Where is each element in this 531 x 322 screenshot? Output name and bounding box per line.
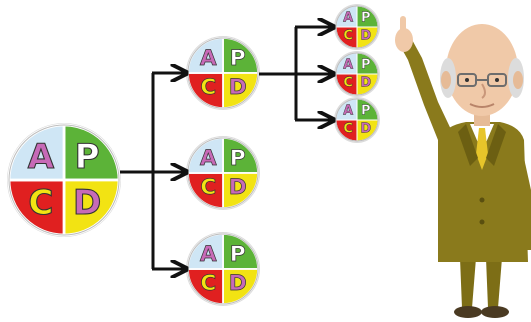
letter-c: C bbox=[200, 75, 216, 100]
letter-p: P bbox=[230, 46, 246, 71]
pointing-man-illustration bbox=[395, 16, 531, 318]
letter-d: D bbox=[360, 28, 371, 43]
letter-c: C bbox=[200, 175, 216, 200]
letter-a: A bbox=[343, 104, 354, 119]
letter-c: C bbox=[200, 271, 216, 296]
letter-d: D bbox=[229, 75, 247, 100]
letter-a: A bbox=[200, 242, 217, 267]
letter-d: D bbox=[360, 75, 371, 90]
letter-c: C bbox=[343, 121, 353, 136]
branch-arrows bbox=[120, 27, 332, 269]
letter-a: A bbox=[28, 137, 55, 177]
letter-a: A bbox=[200, 146, 217, 171]
letter-p: P bbox=[361, 58, 371, 73]
letter-a: A bbox=[343, 58, 354, 73]
letter-c: C bbox=[343, 28, 353, 43]
letter-a: A bbox=[200, 46, 217, 71]
letter-p: P bbox=[361, 11, 371, 26]
letter-a: A bbox=[343, 11, 354, 26]
letter-p: P bbox=[75, 137, 100, 177]
letter-d: D bbox=[73, 183, 101, 223]
letter-d: D bbox=[229, 271, 247, 296]
letter-p: P bbox=[230, 242, 246, 267]
letter-d: D bbox=[360, 121, 371, 136]
letter-p: P bbox=[230, 146, 246, 171]
letter-c: C bbox=[343, 75, 353, 90]
letter-d: D bbox=[229, 175, 247, 200]
letter-p: P bbox=[361, 104, 371, 119]
letter-c: C bbox=[28, 183, 53, 223]
